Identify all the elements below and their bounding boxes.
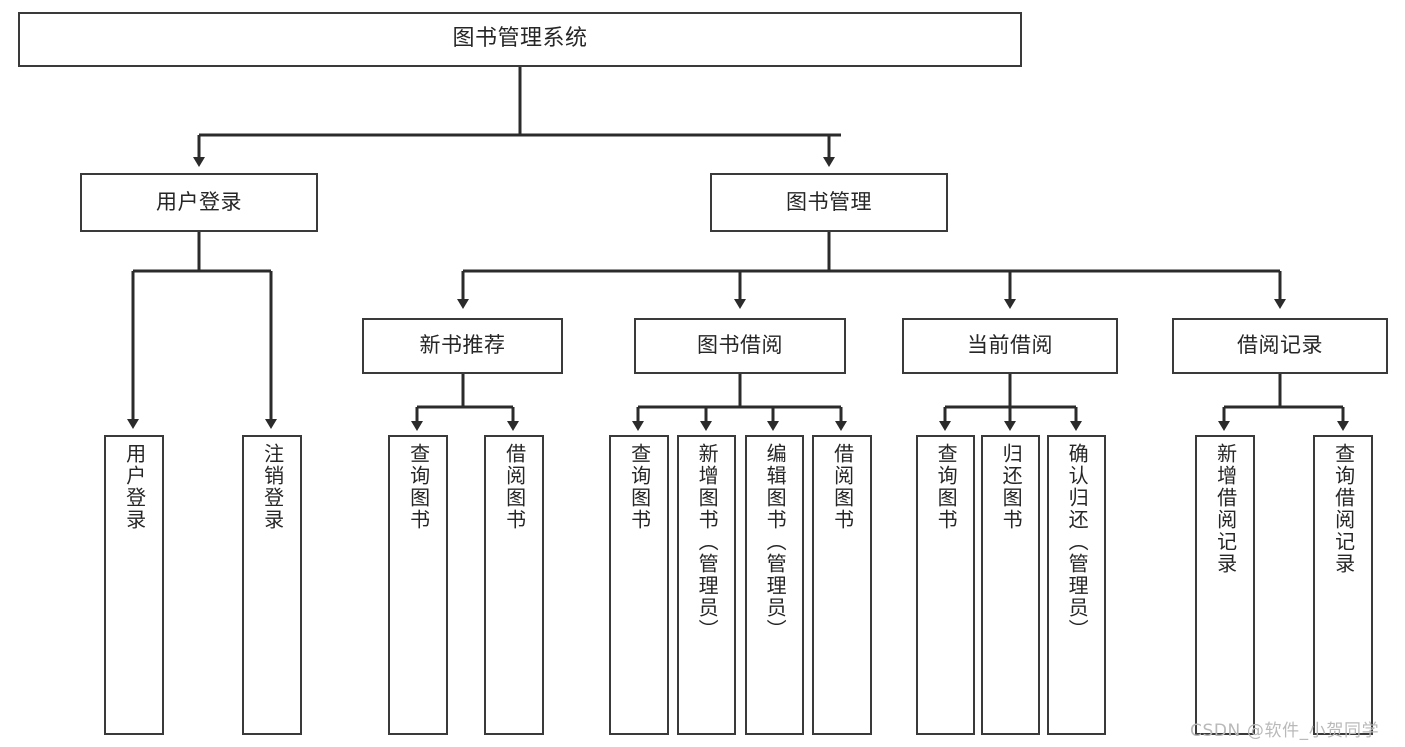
node-label: 注销登录 xyxy=(260,443,285,531)
node-label: 借阅记录 xyxy=(1237,333,1323,358)
leaf-borrow-book-recommend[interactable]: 借阅图书 xyxy=(484,435,544,735)
node-label: 确认归还（管理员） xyxy=(1065,443,1090,641)
leaf-user-login[interactable]: 用户登录 xyxy=(104,435,164,735)
leaf-return-book[interactable]: 归还图书 xyxy=(981,435,1040,735)
node-book-management[interactable]: 图书管理 xyxy=(710,173,948,232)
node-label: 编辑图书（管理员） xyxy=(763,443,788,641)
node-root-system[interactable]: 图书管理系统 xyxy=(18,12,1022,67)
node-label: 查询图书 xyxy=(627,443,652,531)
node-borrow-record[interactable]: 借阅记录 xyxy=(1172,318,1388,374)
leaf-borrow-book[interactable]: 借阅图书 xyxy=(812,435,872,735)
node-label: 查询借阅记录 xyxy=(1331,443,1356,575)
node-label: 用户登录 xyxy=(156,189,242,214)
node-label: 新增图书（管理员） xyxy=(695,443,720,641)
node-label: 当前借阅 xyxy=(967,333,1053,358)
leaf-logout[interactable]: 注销登录 xyxy=(242,435,302,735)
node-label: 借阅图书 xyxy=(502,443,527,531)
node-label: 归还图书 xyxy=(999,443,1024,531)
leaf-query-book-recommend[interactable]: 查询图书 xyxy=(388,435,448,735)
node-new-book-recommend[interactable]: 新书推荐 xyxy=(362,318,563,374)
node-label: 图书借阅 xyxy=(697,333,783,358)
leaf-confirm-return-admin[interactable]: 确认归还（管理员） xyxy=(1047,435,1106,735)
leaf-add-borrow-record[interactable]: 新增借阅记录 xyxy=(1195,435,1255,735)
node-label: 查询图书 xyxy=(406,443,431,531)
leaf-query-book-borrow[interactable]: 查询图书 xyxy=(609,435,669,735)
csdn-watermark: CSDN @软件_小贺同学 xyxy=(1190,721,1380,741)
node-label: 新书推荐 xyxy=(419,333,506,358)
node-label: 图书管理系统 xyxy=(452,26,588,52)
node-book-borrow[interactable]: 图书借阅 xyxy=(634,318,846,374)
node-label: 图书管理 xyxy=(786,189,872,214)
leaf-query-borrow-record[interactable]: 查询借阅记录 xyxy=(1313,435,1373,735)
node-user-login[interactable]: 用户登录 xyxy=(80,173,318,232)
node-label: 用户登录 xyxy=(122,443,147,531)
node-label: 新增借阅记录 xyxy=(1213,443,1238,575)
leaf-edit-book-admin[interactable]: 编辑图书（管理员） xyxy=(745,435,804,735)
node-current-borrow[interactable]: 当前借阅 xyxy=(902,318,1118,374)
leaf-query-book-current[interactable]: 查询图书 xyxy=(916,435,975,735)
leaf-add-book-admin[interactable]: 新增图书（管理员） xyxy=(677,435,736,735)
node-label: 借阅图书 xyxy=(830,443,855,531)
node-label: 查询图书 xyxy=(934,443,959,531)
